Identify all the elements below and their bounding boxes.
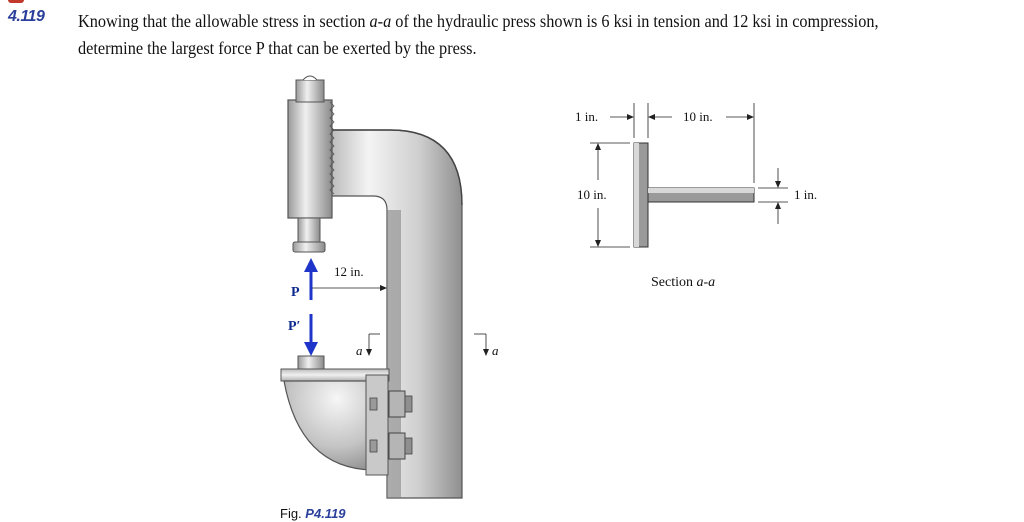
dim-12in-line [312, 285, 387, 291]
hydraulic-cylinder [287, 75, 335, 253]
force-P-label: P [291, 285, 300, 300]
bolt-upper [388, 390, 413, 418]
bolt-lower [388, 432, 413, 460]
caption-number: P4.119 [305, 506, 346, 521]
dim-top-right-label: 10 in. [683, 109, 713, 124]
problem-line-2: determine the largest force P that can b… [78, 38, 477, 58]
lower-table [280, 355, 390, 476]
corner-tab [8, 0, 24, 3]
dim-height-label: 10 in. [577, 187, 607, 202]
section-dimensions [590, 103, 788, 248]
section-title: Section a-a [651, 275, 715, 290]
section-mark-right [474, 333, 489, 356]
section-mark-left-label: a [356, 343, 363, 358]
force-Pprime-arrow [304, 314, 318, 356]
figure-caption: Fig. P4.119 [280, 506, 346, 521]
section-mark-left [366, 333, 380, 356]
t-section-shape [633, 142, 755, 248]
section-label-inline: a-a [369, 11, 392, 31]
problem-line-1: Knowing that the allowable stress in sec… [78, 8, 952, 35]
line1-text: Knowing that the allowable stress in sec… [78, 11, 370, 31]
section-mark-right-label: a [492, 343, 499, 358]
dim-12in-label: 12 in. [334, 264, 364, 279]
press-frame [317, 129, 463, 499]
section-title-ital: a-a [697, 275, 716, 290]
caption-prefix: Fig. [280, 506, 306, 521]
force-P-arrow [304, 258, 318, 300]
force-Pprime-label: P′ [288, 319, 301, 334]
problem-statement: Knowing that the allowable stress in sec… [78, 8, 952, 62]
problem-number: 4.119 [8, 8, 45, 25]
dim-flange-label: 1 in. [794, 187, 817, 202]
line1-text-end: of the hydraulic press shown is 6 ksi in… [391, 11, 879, 31]
section-title-text: Section [651, 275, 697, 290]
dim-top-left-label: 1 in. [575, 109, 598, 124]
